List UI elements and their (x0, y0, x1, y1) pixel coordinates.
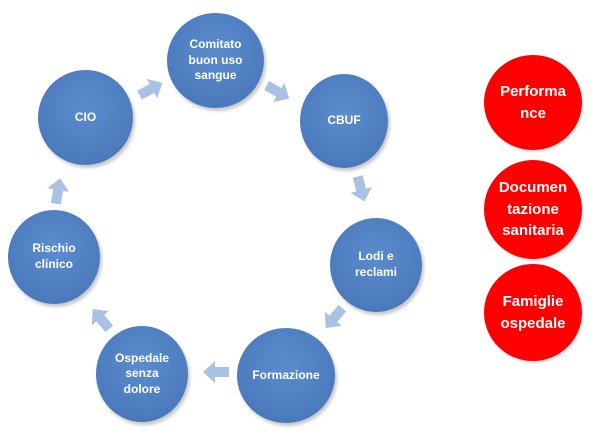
cycle-arrow-2 (350, 175, 372, 202)
cycle-node-ospedale-senza-dolore: Ospedale senza dolore (96, 326, 188, 422)
cycle-node-comitato-buon-uso-sangue: Comitato buon uso sangue (167, 13, 264, 108)
cycle-node-cbuf: CBUF (300, 74, 388, 168)
cycle-arrow-1 (264, 81, 290, 103)
cycle-node-cio: CIO (38, 70, 133, 165)
cycle-arrow-4 (203, 361, 229, 383)
side-node-famiglie-ospedale: Famiglie ospedale (484, 264, 582, 361)
cycle-arrow-6 (47, 178, 70, 205)
cycle-node-formazione: Formazione (237, 328, 335, 423)
cycle-arrow-5 (91, 309, 114, 333)
side-node-performance: Performa nce (484, 55, 582, 150)
cycle-arrow-7 (137, 78, 163, 100)
cycle-node-lodi-e-reclami: Lodi e reclami (330, 218, 422, 312)
cycle-node-rischio-clinico: Rischio clinico (8, 210, 100, 304)
side-node-documentazione-sanitaria: Documen tazione sanitaria (484, 160, 582, 259)
cycle-arrow-3 (324, 304, 347, 328)
